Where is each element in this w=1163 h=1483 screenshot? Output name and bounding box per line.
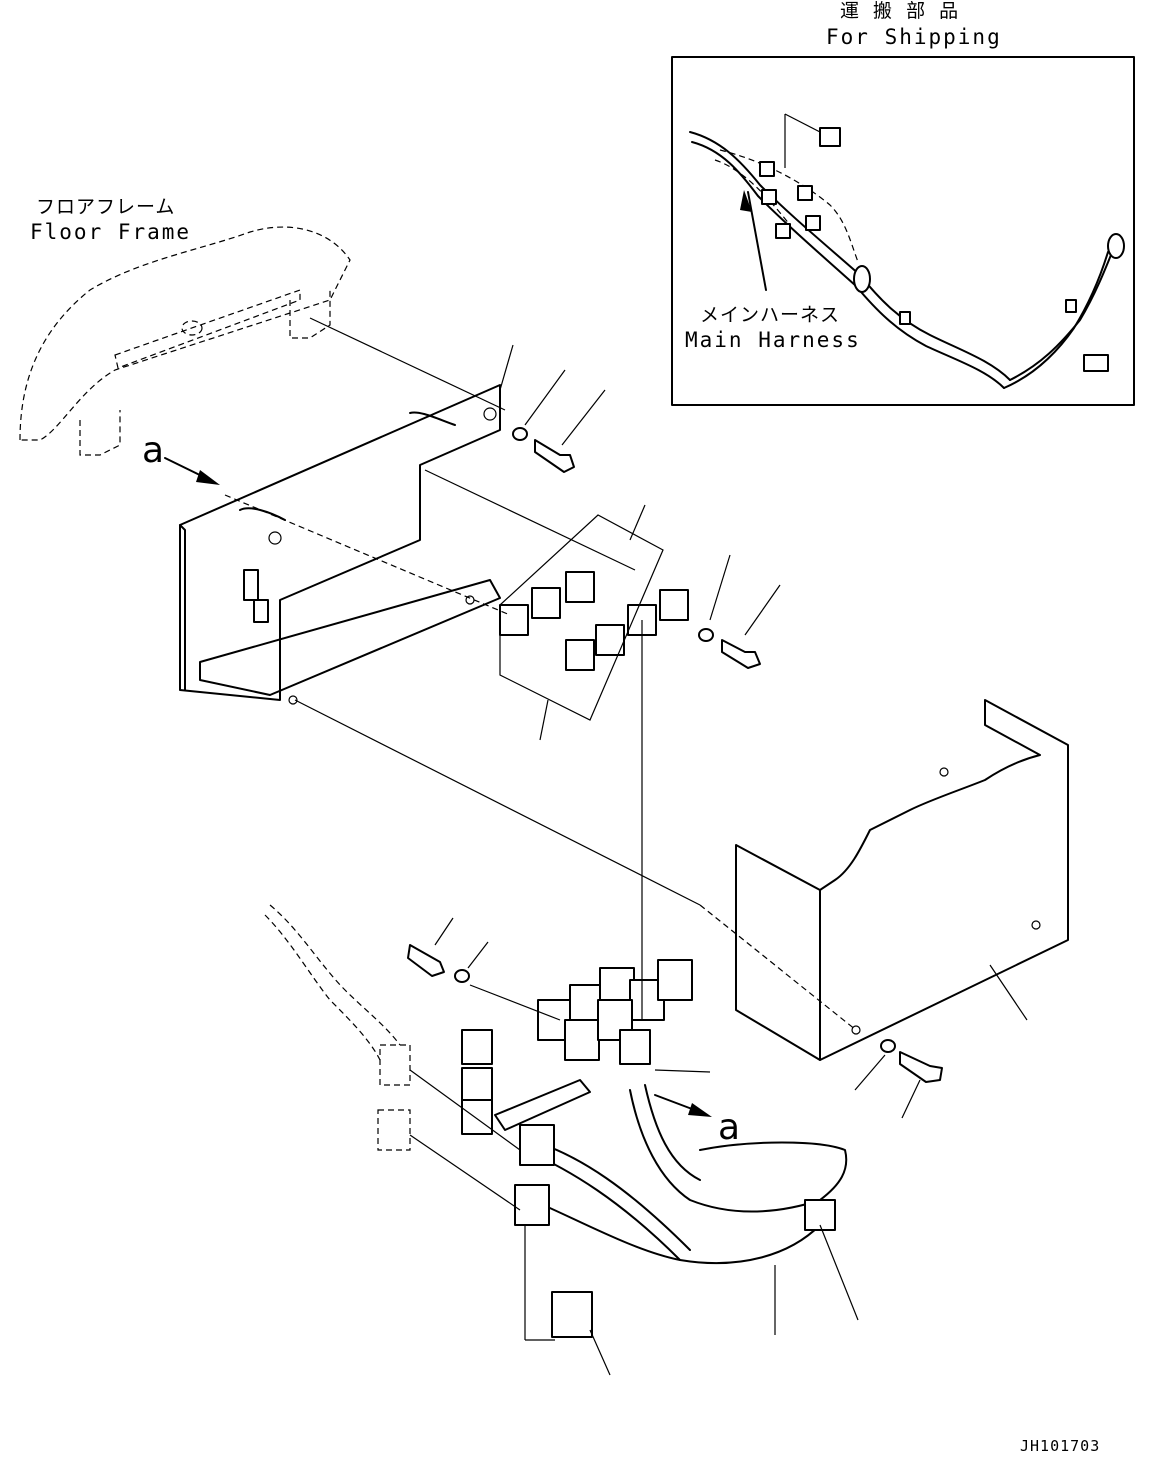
shipping-label-jp: 運 搬 部 品 — [840, 0, 963, 22]
relay-group-upper — [499, 514, 689, 721]
floor-frame-label-jp: フロアフレーム — [36, 196, 176, 218]
floor-frame-label-en: Floor Frame — [30, 220, 192, 244]
relay-bracket — [179, 384, 501, 705]
shipping-label-en: For Shipping — [826, 25, 1002, 49]
lower-harness — [264, 904, 848, 1338]
shipping-inset-frame — [671, 56, 1135, 406]
relay-cover — [735, 699, 1069, 1061]
washer-bolt-4 — [880, 1039, 943, 1083]
leader-lines — [164, 317, 1028, 1376]
main-harness-label-en: Main Harness — [685, 328, 861, 352]
main-harness-label-jp: メインハーネス — [700, 304, 841, 326]
floor-frame — [19, 226, 351, 456]
view-a-marker-start: a — [142, 430, 165, 471]
drawing-code: JH101703 — [1020, 1437, 1101, 1455]
washer-bolt-2 — [698, 628, 761, 669]
washer-bolt-1 — [512, 427, 575, 473]
washer-bolt-3 — [407, 944, 470, 983]
shipping-harness — [689, 113, 1125, 389]
view-a-marker-end: a — [718, 1107, 741, 1148]
